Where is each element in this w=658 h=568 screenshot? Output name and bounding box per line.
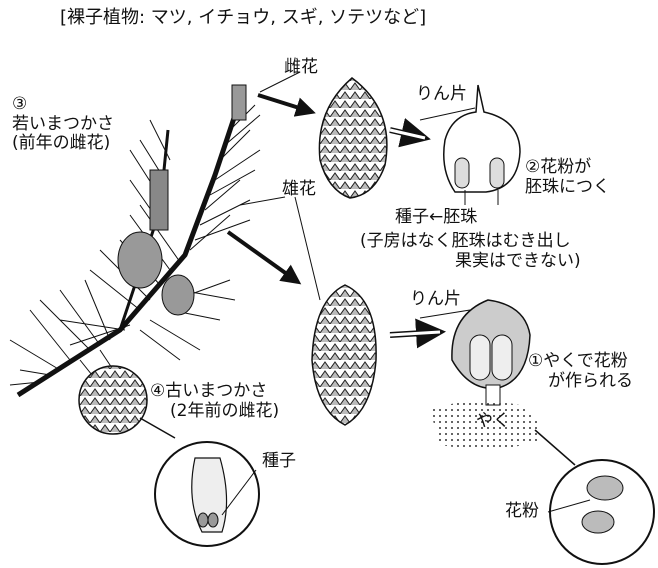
male-cone	[311, 284, 377, 426]
old-cone-label: ④古いまつかさ (2年前の雌花)	[150, 381, 280, 421]
pine-branch	[9, 84, 261, 398]
female-flower-label: 雌花	[284, 57, 318, 77]
pollen-dust	[430, 401, 541, 449]
seed-label: 種子	[262, 451, 296, 471]
page-title: [裸子植物: マツ, イチョウ, スギ, ソテツなど]	[60, 7, 427, 28]
pollination-label: ②花粉が 胚珠につく	[525, 157, 610, 197]
pollen-label: 花粉	[505, 501, 539, 521]
arrow-to-female	[257, 93, 316, 117]
young-cone-label: ③ 若いまつかさ (前年の雌花)	[12, 94, 114, 154]
pollen-made-label: ①やくで花粉 が作られる	[528, 351, 633, 391]
female-cone	[318, 77, 388, 199]
male-flower-label: 雄花	[282, 179, 316, 199]
scale-label-bottom: りん片	[410, 289, 461, 309]
old-cone	[78, 365, 148, 435]
anther-label: やく	[476, 411, 510, 431]
scale-label-top: りん片	[416, 84, 467, 104]
seed-from-ovule-label: 種子←胚珠	[395, 207, 478, 227]
male-scale	[451, 299, 531, 390]
note-label: (子房はなく胚珠はむき出し 果実はできない)	[360, 231, 581, 271]
arrow-to-male	[226, 230, 302, 285]
